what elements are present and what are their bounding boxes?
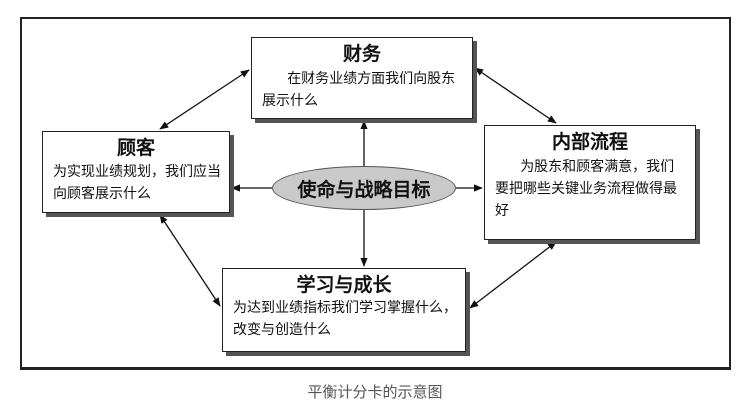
learning-growth-box: 学习与成长 为达到业绩指标我们学习掌握什么，改变与创造什么 <box>222 268 466 352</box>
finance-box: 财务 在财务业绩方面我们向股东展示什么 <box>251 37 473 119</box>
arrow-finance-internal <box>474 67 557 124</box>
arrow-customer-finance <box>159 69 250 130</box>
internal-process-title: 内部流程 <box>551 131 628 153</box>
arrow-internal-learning <box>469 241 557 309</box>
figure-caption: 平衡计分卡的示意图 <box>307 383 443 401</box>
finance-description: 在财务业绩方面我们向股东展示什么 <box>262 71 456 109</box>
diagram-frame <box>20 17 731 370</box>
internal-process-description: 为股东和顾客满意，我们要把哪些关键业务流程做得最好 <box>495 159 677 219</box>
mission-strategy-label: 使命与战略目标 <box>297 178 431 201</box>
learning-growth-description: 为达到业绩指标我们学习掌握什么，改变与创造什么 <box>233 300 457 338</box>
learning-growth-title: 学习与成长 <box>296 274 392 296</box>
customer-description: 为实现业绩规划，我们应当向顾客展示什么 <box>53 164 221 202</box>
finance-title: 财务 <box>342 43 381 65</box>
internal-process-box: 内部流程 为股东和顾客满意，我们要把哪些关键业务流程做得最好 <box>484 125 696 240</box>
mission-strategy-ellipse: 使命与战略目标 <box>272 166 456 210</box>
customer-title: 顾客 <box>116 137 155 159</box>
arrow-learning-customer <box>159 214 221 307</box>
customer-box: 顾客 为实现业绩规划，我们应当向顾客展示什么 <box>42 131 230 213</box>
